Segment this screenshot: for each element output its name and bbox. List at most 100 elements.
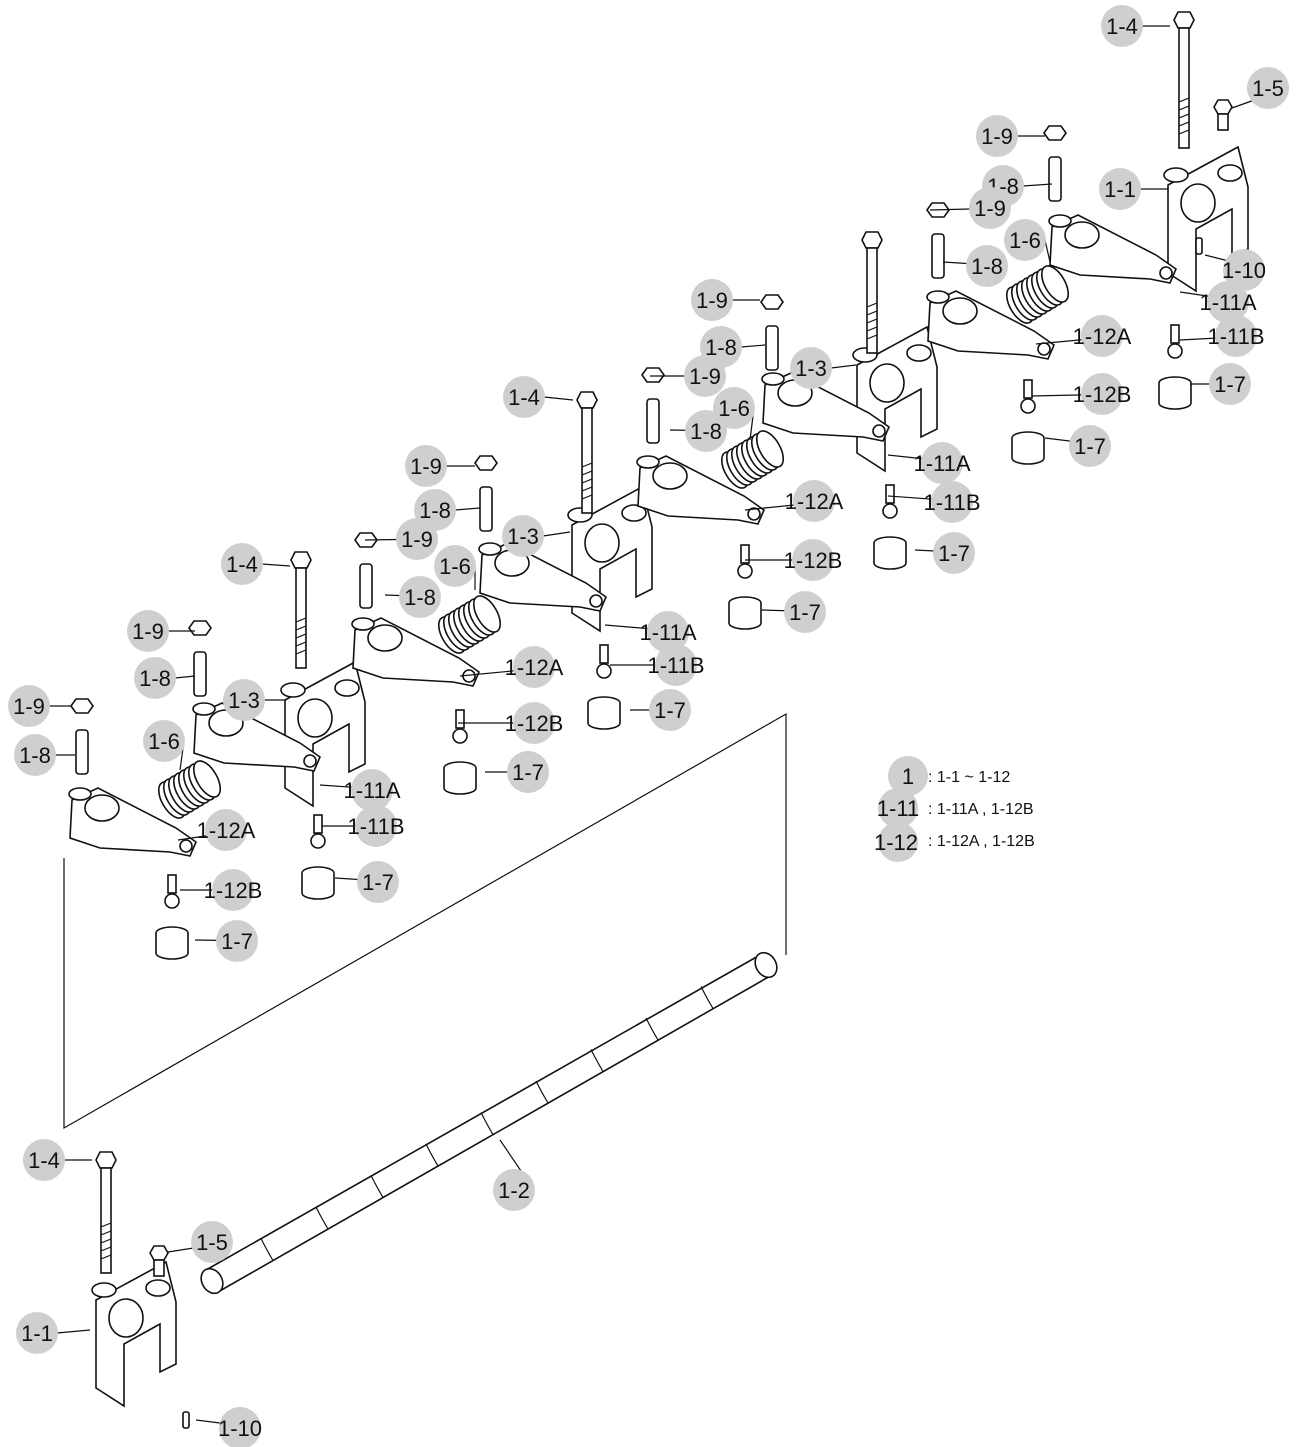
callout-bubble [684, 355, 726, 397]
legend: 1 : 1-1 ~ 1-12 1-11 : 1-11A , 1-12B 1-12… [874, 756, 1035, 862]
bolt-thread [295, 641, 307, 647]
bracket-bore [108, 1298, 144, 1338]
bolt-shank [866, 247, 878, 354]
adjuster-set [1158, 324, 1192, 410]
bolt-thread [295, 633, 307, 639]
stud-1-8 [479, 486, 493, 532]
adjust-ball [452, 728, 468, 744]
callout-bubble [933, 532, 975, 574]
arm-valve-end [351, 617, 375, 631]
callout-label: 1-12A [505, 655, 564, 680]
adjust-screw [455, 709, 465, 729]
bolt-thread [581, 478, 593, 484]
callout-label: 1-4 [508, 385, 540, 410]
adjust-ball [1020, 398, 1036, 414]
bolt-1-4 [861, 231, 883, 354]
bolt-thread [581, 462, 593, 468]
shaft-groove [700, 986, 714, 1009]
leader-line [454, 507, 481, 511]
bolt-thread [866, 334, 878, 340]
shaft-groove [260, 1238, 274, 1261]
callout-label: 1-2 [498, 1178, 530, 1203]
callout-bubble [685, 410, 727, 452]
callout-bubble [1101, 5, 1143, 47]
adjuster-set [301, 814, 335, 900]
shaft-body [204, 953, 774, 1294]
arm-bore [652, 462, 688, 490]
callout-label: 1-4 [1106, 14, 1138, 39]
shaft-groove [480, 1112, 494, 1135]
legend-value-3: : 1-12A , 1-12B [928, 833, 1035, 850]
pin-1-10 [1195, 237, 1203, 255]
arm-adjust-end [1159, 266, 1173, 280]
bolt-1-5-head [149, 1245, 169, 1261]
bracket-bolt-hole [906, 344, 932, 362]
nut-and-stud [641, 367, 665, 444]
nut-and-stud [354, 532, 378, 609]
callout-bubble [1209, 363, 1251, 405]
bolt-head [1173, 11, 1195, 29]
bolt-1-5-shank [153, 1259, 165, 1277]
bracket-bore [869, 363, 905, 403]
parts-drawing [63, 11, 1249, 1429]
callout-label: 1-7 [221, 929, 253, 954]
cap-1-7 [873, 536, 907, 570]
bolt-thread [581, 486, 593, 492]
stud-1-8 [765, 325, 779, 371]
rocker-arm [351, 617, 480, 687]
rocker-arm [192, 702, 321, 772]
callout-bubble [221, 543, 263, 585]
callout-label: 1-11A [343, 778, 400, 803]
bolt-thread [866, 310, 878, 316]
bolt-thread [100, 1238, 112, 1244]
adjust-screw [167, 874, 177, 894]
callout-bubble [966, 245, 1008, 287]
adjust-screw [313, 814, 323, 834]
adjuster-set [587, 644, 621, 730]
bracket-bolt-hole [91, 1282, 117, 1298]
rocker-arm [926, 290, 1055, 360]
callout-label: 1-7 [362, 870, 394, 895]
callout-bubble [355, 805, 397, 847]
bracket-bore [584, 523, 620, 563]
legend-key-1: 1 [902, 764, 914, 789]
callout-label: 1-11B [647, 653, 704, 678]
callout-bubble [790, 347, 832, 389]
arm-bore [367, 624, 403, 652]
nut-and-stud [188, 620, 212, 697]
bolt-1-5-head [1213, 99, 1233, 115]
nut-and-stud [760, 294, 784, 371]
callout-bubble [212, 869, 254, 911]
callout-bubble [969, 187, 1011, 229]
adjuster-set [873, 484, 907, 570]
callout-label: 1-6 [1009, 228, 1041, 253]
arm-valve-end [636, 455, 660, 469]
callout-bubble [16, 1312, 58, 1354]
shaft-end [754, 951, 778, 979]
nut-and-stud [70, 698, 94, 775]
callout-label: 1-9 [696, 288, 728, 313]
bolt-thread [1178, 105, 1190, 111]
bolt-head [95, 1151, 117, 1169]
end-bracket-1-1 [91, 1260, 177, 1408]
bracket-bolt-hole [334, 679, 360, 697]
callout-label: 1-9 [401, 527, 433, 552]
adjuster-set [443, 709, 477, 795]
callout-label: 1-12B [204, 878, 263, 903]
callout-bubble [1215, 315, 1257, 357]
leader-line [1022, 183, 1053, 187]
callout-bubble [8, 685, 50, 727]
callout-bubble [793, 480, 835, 522]
callout-label: 1-10 [218, 1416, 262, 1441]
bolt-1-4 [576, 391, 598, 514]
nut-and-stud [1043, 125, 1067, 202]
arm-valve-end [478, 542, 502, 556]
bolt-thread [866, 318, 878, 324]
callout-bubble [507, 751, 549, 793]
callout-label: 1-10 [1222, 258, 1266, 283]
adjust-ball [1167, 343, 1183, 359]
callout-bubble [493, 1169, 535, 1211]
legend-bubble [888, 756, 928, 796]
callout-label: 1-9 [132, 619, 164, 644]
spring-coil [1040, 265, 1070, 303]
